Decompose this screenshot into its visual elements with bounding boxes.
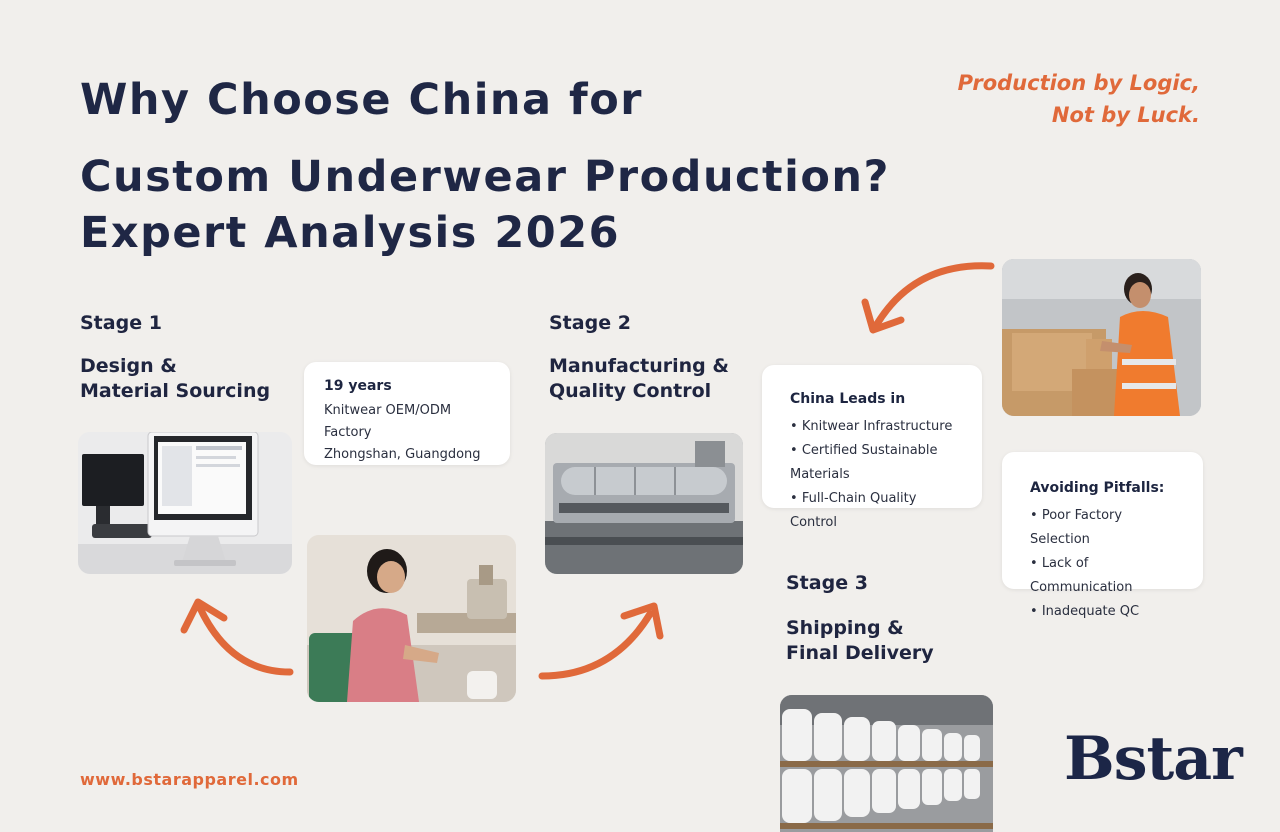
factory-location: Zhongshan, Guangdong	[324, 447, 481, 462]
pitfalls-list: Poor Factory Selection Lack of Communica…	[1030, 504, 1183, 624]
list-item: Inadequate QC	[1030, 600, 1183, 624]
page-subtitle: Expert Analysis 2026	[80, 208, 621, 258]
tagline-line-1: Production by Logic,	[957, 71, 1200, 95]
tagline: Production by Logic, Not by Luck.	[958, 68, 1200, 131]
curved-arrow-down-left-icon	[861, 262, 995, 334]
factory-type: Knitwear OEM/ODM Factory	[324, 403, 452, 440]
warehouse-shipping-image	[780, 695, 993, 832]
list-item: Certified Sustainable Materials	[790, 439, 960, 487]
factory-years: 19 years	[324, 378, 392, 394]
list-item: Lack of Communication	[1030, 552, 1183, 600]
design-workstation-image	[78, 432, 292, 574]
tagline-line-2: Not by Luck.	[1051, 102, 1200, 127]
packing-worker-image	[1002, 259, 1201, 416]
stage-3-label: Stage 3	[786, 572, 868, 594]
bstar-logo: Bstar	[1064, 724, 1243, 794]
stage-1-title: Design & Material Sourcing	[80, 355, 271, 402]
china-leads-heading: China Leads in	[790, 391, 906, 407]
avoiding-pitfalls-card: Avoiding Pitfalls: Poor Factory Selectio…	[1002, 452, 1203, 619]
stage-3-title: Shipping & Final Delivery	[786, 617, 934, 664]
curved-arrow-up-right-icon	[538, 602, 664, 680]
list-item: Full-Chain Quality Control	[790, 487, 960, 535]
stage-2-label: Stage 2	[549, 312, 631, 334]
factory-info-card: 19 years Knitwear OEM/ODM Factory Zhongs…	[304, 362, 510, 465]
list-item: Knitwear Infrastructure	[790, 415, 960, 439]
manufacturing-machine-image	[545, 433, 743, 574]
curved-arrow-up-left-icon	[180, 598, 294, 676]
list-item: Poor Factory Selection	[1030, 504, 1183, 552]
sewing-worker-image	[307, 535, 516, 702]
pitfalls-heading: Avoiding Pitfalls:	[1030, 480, 1165, 496]
stage-1-label: Stage 1	[80, 312, 162, 334]
page-title: Why Choose China for Custom Underwear Pr…	[80, 75, 890, 203]
stage-2-title: Manufacturing & Quality Control	[549, 355, 729, 402]
china-leads-list: Knitwear Infrastructure Certified Sustai…	[790, 415, 960, 535]
china-leads-card: China Leads in Knitwear Infrastructure C…	[762, 365, 982, 530]
website-url: www.bstarapparel.com	[80, 770, 299, 789]
